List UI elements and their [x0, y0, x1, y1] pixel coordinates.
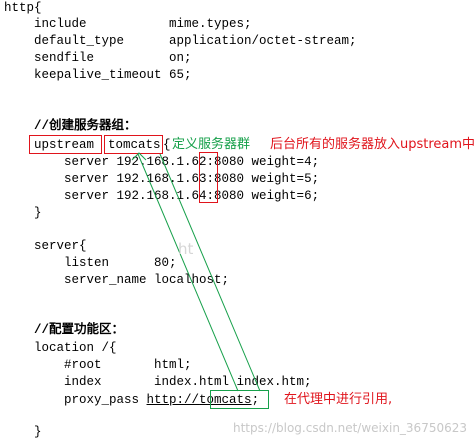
proxy-url-upstream: tomcats	[199, 393, 252, 407]
code-root-commented: #root html;	[4, 358, 192, 372]
upstream-name: tomcats	[108, 138, 161, 152]
server-line: server 192.168.1.63:8080 weight=5;	[4, 171, 319, 187]
proxy-url-scheme: http://	[146, 393, 200, 407]
server-prefix: server 192.168.1.	[4, 155, 192, 169]
code-sendfile: sendfile on;	[4, 51, 192, 65]
proxy-pass-directive: proxy_pass	[4, 393, 147, 407]
code-upstream-close: }	[4, 206, 42, 220]
connector-arrowhead-icon	[131, 152, 147, 161]
server-suffix: :8080 weight=6;	[206, 189, 320, 203]
code-index: index index.html index.htm;	[4, 375, 312, 389]
faint-watermark: ht	[178, 240, 194, 258]
comment-config-area: //配置功能区：	[4, 323, 125, 337]
code-server-open: server{	[4, 239, 87, 253]
watermark: https://blog.csdn.net/weixin_36750623	[232, 421, 467, 435]
code-keepalive: keepalive_timeout 65;	[4, 68, 192, 82]
code-location-close: }	[4, 425, 42, 439]
code-listen: listen 80;	[4, 256, 177, 270]
server-line: server 192.168.1.64:8080 weight=6;	[4, 188, 319, 204]
code-default-type: default_type application/octet-stream;	[4, 34, 357, 48]
upstream-keyword-highlight	[29, 135, 102, 154]
server-suffix: :8080 weight=5;	[206, 172, 320, 186]
proxy-upstream-highlight	[210, 390, 269, 409]
server-suffix: :8080 weight=4;	[206, 155, 320, 169]
code-http-open: http{	[4, 1, 42, 15]
annotation-define-group: 定义服务器群	[172, 137, 251, 152]
code-proxy-pass: proxy_pass http://tomcats;	[4, 392, 259, 408]
server-prefix: server 192.168.1.	[4, 172, 192, 186]
connector-line-right	[159, 153, 261, 392]
comment-create-group: //创建服务器组：	[4, 119, 137, 133]
connector-line-left	[137, 153, 239, 392]
proxy-semicolon: ;	[251, 393, 260, 407]
upstream-keyword: upstream	[34, 138, 95, 152]
annotation-proxy-ref: 在代理中进行引用,	[284, 392, 393, 407]
annotation-put-servers: 后台所有的服务器放入upstream中	[270, 137, 475, 152]
octet-highlight	[199, 152, 218, 203]
server-line: server 192.168.1.62:8080 weight=4;	[4, 154, 319, 170]
upstream-name-highlight	[104, 135, 163, 154]
code-include: include mime.types;	[4, 17, 252, 31]
upstream-brace: {	[163, 138, 171, 152]
code-location-open: location /{	[4, 341, 117, 355]
server-prefix: server 192.168.1.	[4, 189, 192, 203]
